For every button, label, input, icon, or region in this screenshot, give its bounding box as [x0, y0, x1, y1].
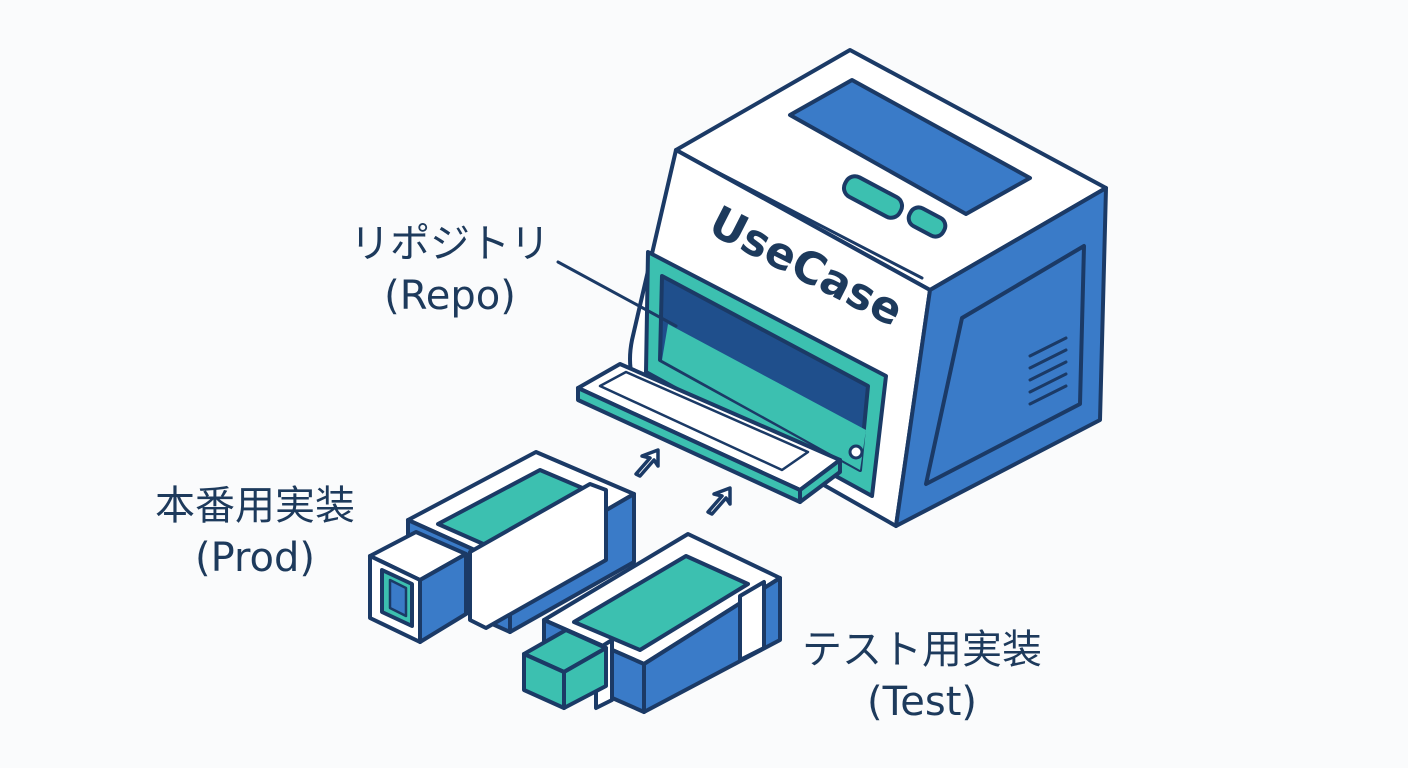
usecase-machine: UseCase: [576, 48, 1108, 528]
repo-label: リポジトリ (Repo): [330, 218, 570, 322]
test-label-en: (Test): [867, 679, 977, 725]
machine-indicator-long: [841, 174, 905, 220]
test-module-band: [738, 580, 766, 662]
test-label: テスト用実装 (Test): [772, 624, 1072, 728]
machine-bolt: [848, 444, 864, 460]
prod-module-cap-side: [418, 552, 468, 644]
test-label-ja: テスト用実装: [802, 627, 1042, 673]
prod-label: 本番用実装 (Prod): [130, 480, 380, 584]
machine-tray-inner: [598, 370, 810, 472]
repo-label-en: (Repo): [384, 273, 516, 319]
machine-indicator-short: [906, 205, 948, 239]
test-module-plug-side: [562, 646, 608, 710]
repo-pointer-line: [556, 260, 678, 328]
prod-label-ja: 本番用実装: [155, 483, 355, 529]
test-module-top-panel: [572, 554, 750, 652]
machine-side-panel: [924, 244, 1086, 486]
machine-tray-lip: [798, 458, 842, 504]
prod-label-en: (Prod): [194, 535, 316, 581]
prod-module-band: [468, 482, 608, 630]
prod-module-plug-inner: [388, 578, 408, 618]
test-module: [522, 532, 782, 714]
repo-label-ja: リポジトリ: [350, 221, 550, 267]
prod-module: [368, 450, 636, 644]
machine-vent: [1028, 336, 1068, 406]
machine-front-line: [692, 158, 924, 280]
insert-arrow-prod: [634, 448, 660, 478]
insert-arrow-test: [706, 486, 732, 516]
machine-slot-inner: [662, 324, 866, 470]
machine-top-screen: [788, 78, 1032, 216]
